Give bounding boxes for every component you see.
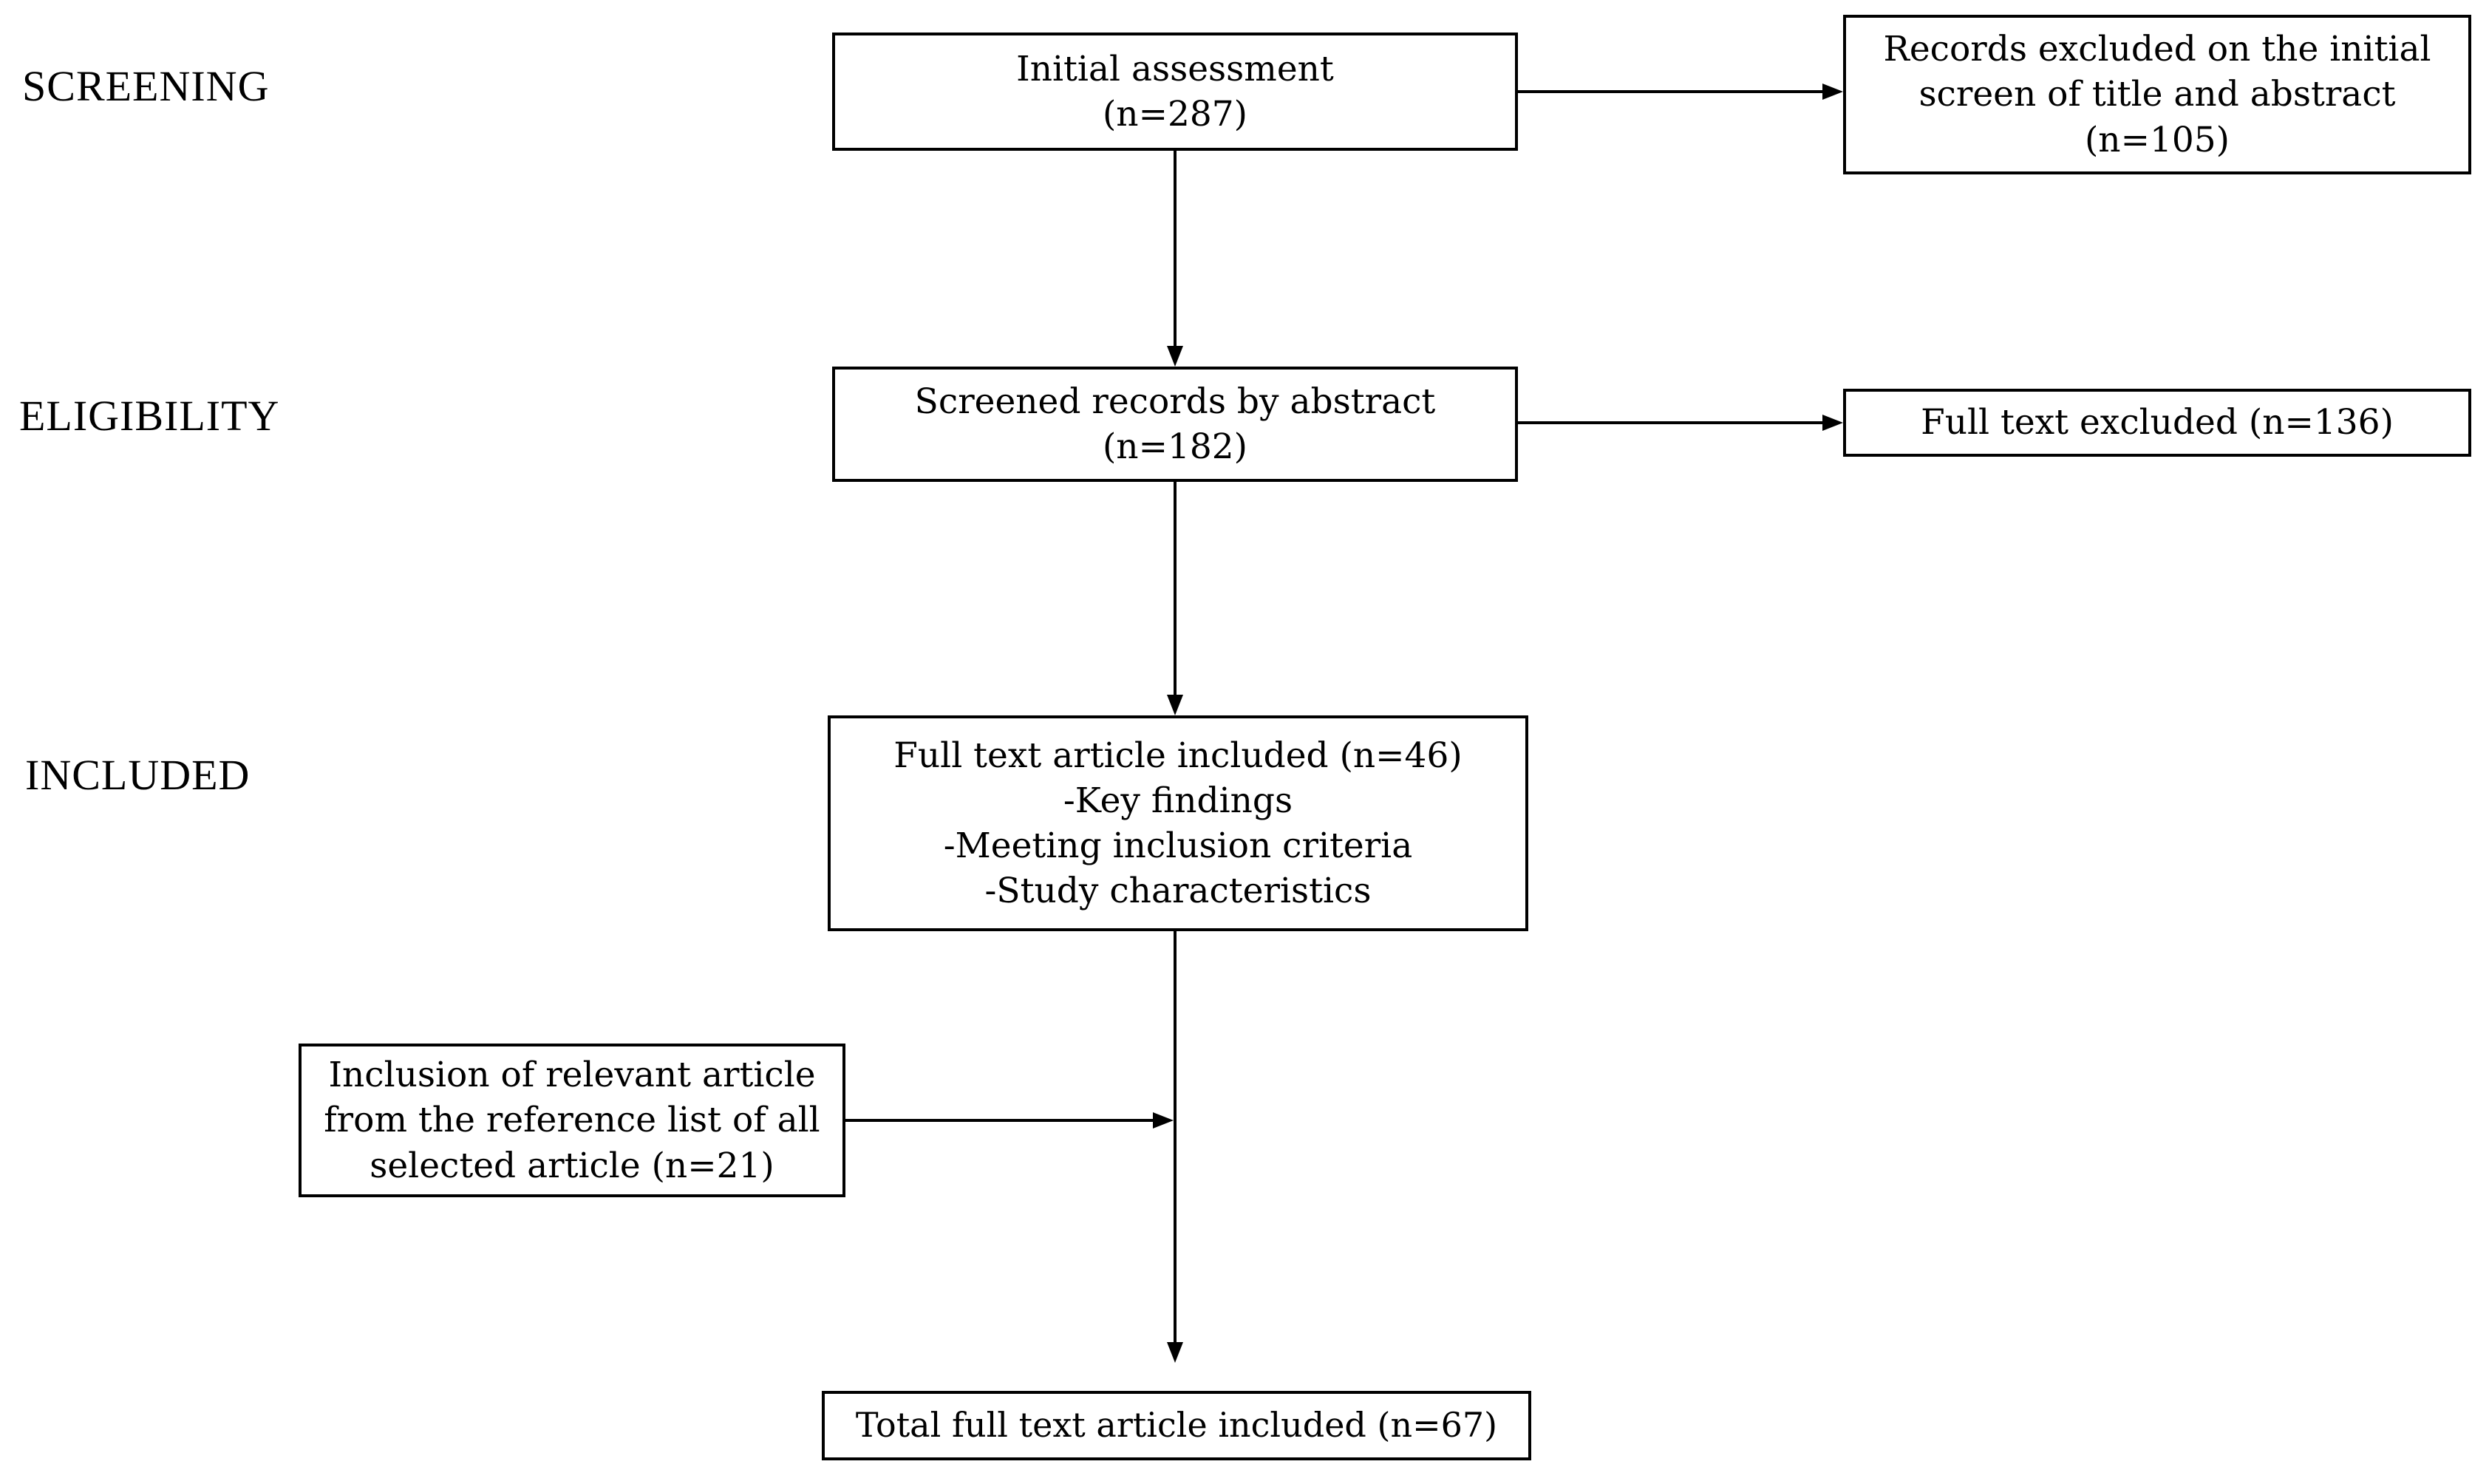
box-text-line: -Key findings [1063,780,1293,821]
box-text-line: -Study characteristics [984,871,1372,912]
screened-records-box: Screened records by abstract (n=182) [832,367,1518,482]
box-text-line: Inclusion of relevant article [328,1055,816,1096]
box-text-line: from the reference list of all [324,1100,820,1141]
arrow-head [1822,415,1843,431]
box-text-line: -Meeting inclusion criteria [943,826,1413,866]
box-text-line: Full text article included (n=46) [893,735,1463,776]
reference-inclusion-box: Inclusion of relevant article from the r… [299,1044,845,1197]
arrow-shaft [1518,90,1824,93]
stage-label-eligibility: ELIGIBILITY [19,392,280,440]
full-text-excluded-box: Full text excluded (n=136) [1843,389,2471,457]
arrow-shaft [1174,931,1177,1344]
box-text-line: selected article (n=21) [370,1145,774,1186]
arrow-shaft [1174,482,1177,696]
arrow-head [1167,695,1183,715]
box-text-line: (n=182) [1102,426,1248,467]
box-text-line: Full text excluded (n=136) [1921,402,2394,443]
box-text-line: (n=105) [2084,119,2230,160]
box-text-line: Screened records by abstract [914,381,1436,422]
stage-label-screening: SCREENING [22,62,270,110]
box-text-line: (n=287) [1102,94,1248,135]
total-included-box: Total full text article included (n=67) [822,1391,1531,1460]
arrow-shaft [1174,151,1177,347]
initial-assessment-box: Initial assessment (n=287) [832,33,1518,151]
box-text-line: Initial assessment [1016,48,1334,89]
box-text-line: Records excluded on the initial [1883,29,2431,70]
arrow-shaft [845,1119,1154,1122]
arrow-head [1153,1112,1174,1129]
arrow-head [1822,84,1843,100]
full-text-included-box: Full text article included (n=46) -Key f… [828,715,1528,931]
box-text-line: screen of title and abstract [1918,74,2396,115]
arrow-shaft [1518,421,1824,424]
arrow-head [1167,1342,1183,1363]
arrow-head [1167,346,1183,367]
records-excluded-box: Records excluded on the initial screen o… [1843,15,2471,174]
stage-label-included: INCLUDED [25,751,251,799]
box-text-line: Total full text article included (n=67) [855,1405,1498,1446]
